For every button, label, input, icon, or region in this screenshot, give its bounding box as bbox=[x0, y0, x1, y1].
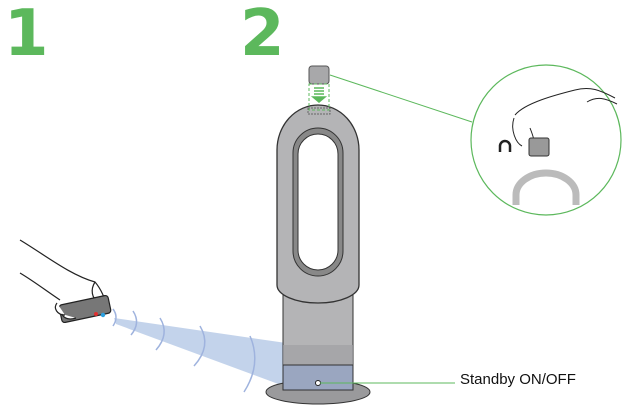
detail-hand-cap bbox=[498, 87, 618, 205]
step-number-2: 2 bbox=[240, 0, 285, 71]
infrared-beam bbox=[114, 318, 300, 392]
standby-label: Standby ON/OFF bbox=[460, 371, 576, 388]
remote-dock-cap bbox=[308, 65, 330, 85]
standby-button[interactable] bbox=[315, 380, 321, 386]
down-arrow-icon bbox=[310, 87, 328, 103]
signal-waves bbox=[112, 308, 256, 393]
fan-heater bbox=[265, 104, 371, 405]
hand-with-remote-icon bbox=[19, 239, 112, 324]
step-number-1: 1 bbox=[4, 0, 49, 71]
